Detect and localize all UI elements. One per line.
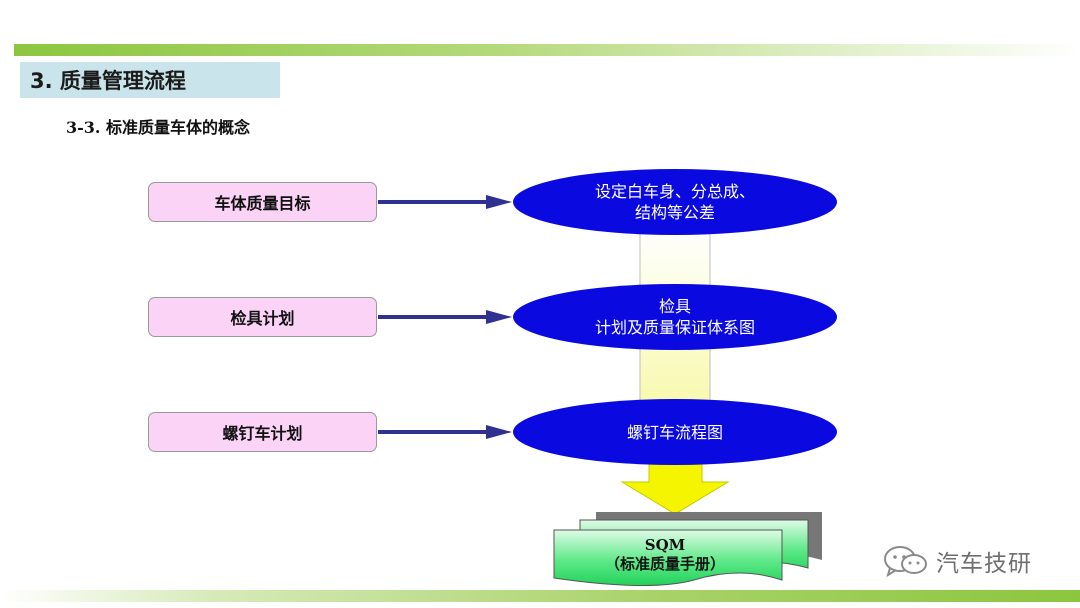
- sqm-document-label: SQM （标准质量手册）: [555, 536, 775, 574]
- sqm-line-2: （标准质量手册）: [604, 555, 725, 573]
- arrow-3: [378, 425, 512, 439]
- input-box-screw-car-plan: 螺钉车计划: [148, 412, 377, 452]
- ellipse-2-line-1: 检具: [658, 297, 691, 316]
- top-accent-band: [14, 44, 1080, 56]
- output-ellipse-gauge-system: 检具 计划及质量保证体系图: [513, 284, 837, 350]
- ellipse-2-line-2: 计划及质量保证体系图: [594, 318, 755, 337]
- bottom-accent-band: [0, 590, 1080, 602]
- sub-title: 3-3. 标准质量车体的概念: [66, 118, 251, 137]
- ellipse-1-line-1: 设定白车身、分总成、: [594, 182, 755, 201]
- input-box-gauge-plan: 检具计划: [148, 297, 377, 337]
- output-ellipse-screw-car-flow: 螺钉车流程图: [513, 399, 837, 465]
- sqm-document-stack: [553, 512, 822, 586]
- watermark-text: 汽车技研: [936, 551, 1032, 577]
- watermark: 汽车技研: [882, 544, 1032, 578]
- wechat-icon: [884, 546, 927, 577]
- output-ellipse-tolerance: 设定白车身、分总成、 结构等公差: [513, 169, 837, 235]
- sqm-line-1: SQM: [644, 536, 686, 554]
- ellipse-1-line-2: 结构等公差: [634, 203, 715, 222]
- arrow-1: [378, 195, 512, 209]
- ellipse-3-line-1: 螺钉车流程图: [626, 422, 723, 442]
- input-box-body-quality-target: 车体质量目标: [148, 182, 377, 222]
- arrow-2: [378, 310, 512, 324]
- section-title: 3. 质量管理流程: [20, 62, 280, 98]
